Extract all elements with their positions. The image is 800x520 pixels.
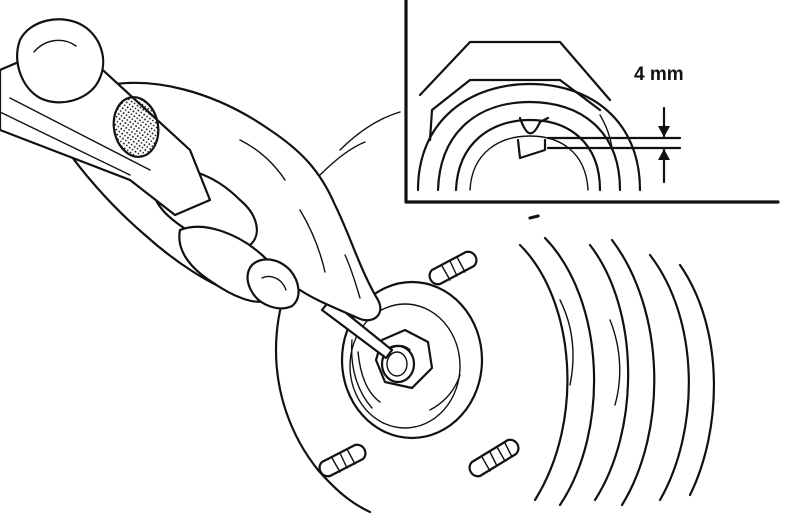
inset-detail: 4 mm	[404, 0, 780, 204]
grip-stipple	[112, 96, 160, 158]
inset-frame	[404, 0, 780, 204]
drum-arcs	[518, 236, 715, 507]
wheel-stud-bottom-right	[468, 438, 520, 478]
wheel-stud-bottom-left	[318, 443, 367, 478]
dimension-label: 4 mm	[634, 64, 684, 85]
thumb	[246, 258, 300, 310]
chisel-shaft	[320, 298, 394, 360]
wheel-hub-assembly	[275, 111, 715, 514]
hub-flange	[340, 280, 484, 440]
hammer-head	[16, 18, 105, 104]
hub-nut	[374, 328, 434, 390]
hammer	[0, 18, 212, 217]
wheel-stud-top	[428, 250, 478, 286]
